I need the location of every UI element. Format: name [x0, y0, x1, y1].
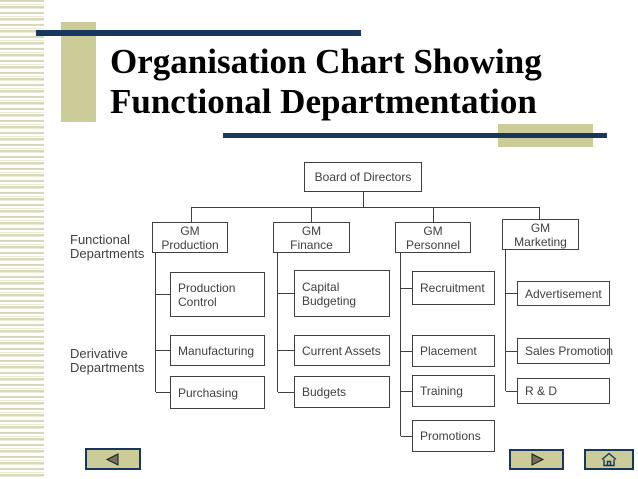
functional-departments-label: Functional Departments	[70, 232, 145, 261]
connector-line	[400, 253, 401, 436]
connector-line	[506, 293, 517, 294]
connector-line	[278, 350, 294, 351]
connector-line	[155, 253, 156, 392]
connector-line	[191, 208, 192, 222]
org-box-advertisement: Advertisement	[517, 281, 610, 306]
org-box-gm-personnel: GM Personnel	[395, 222, 471, 253]
org-box-placement: Placement	[412, 335, 495, 367]
org-box-budgets: Budgets	[294, 376, 390, 408]
org-box-production-control: Production Control	[170, 272, 265, 317]
org-box-manufacturing: Manufacturing	[170, 335, 265, 366]
connector-line	[191, 207, 540, 208]
page-title: Organisation Chart Showing Functional De…	[110, 42, 635, 122]
org-box-training: Training	[412, 375, 495, 407]
connector-line	[401, 391, 412, 392]
org-box-recruitment: Recruitment	[412, 271, 495, 305]
page-title-line1: Organisation Chart Showing	[110, 42, 542, 81]
org-box-gm-production: GM Production	[152, 222, 228, 253]
tan-accent-block-top	[61, 22, 96, 122]
navy-rule-title	[223, 133, 607, 138]
connector-line	[363, 192, 364, 208]
org-box-purchasing: Purchasing	[170, 376, 265, 409]
connector-line	[401, 288, 412, 289]
connector-line	[401, 436, 412, 437]
connector-line	[156, 294, 170, 295]
org-box-capital-budgeting: Capital Budgeting	[294, 270, 390, 317]
connector-line	[278, 293, 294, 294]
back-button[interactable]	[85, 448, 141, 470]
connector-line	[278, 392, 294, 393]
left-triangle-icon	[103, 452, 123, 467]
home-icon	[600, 452, 618, 467]
connector-line	[277, 253, 278, 392]
connector-line	[156, 392, 170, 393]
org-box-r-and-d: R & D	[517, 378, 610, 404]
org-box-current-assets: Current Assets	[294, 335, 390, 366]
connector-line	[539, 208, 540, 219]
org-box-sales-promotion: Sales Promotion	[517, 338, 613, 364]
connector-line	[311, 208, 312, 222]
connector-line	[505, 250, 506, 391]
forward-button[interactable]	[509, 449, 564, 470]
derivative-departments-label: Derivative Departments	[70, 346, 145, 375]
home-button[interactable]	[584, 449, 634, 470]
navy-rule-top	[36, 30, 361, 36]
connector-line	[401, 351, 412, 352]
stripe-decoration	[0, 0, 44, 479]
connector-line	[506, 351, 517, 352]
org-box-gm-finance: GM Finance	[273, 222, 350, 253]
connector-line	[156, 350, 170, 351]
right-triangle-icon	[527, 452, 547, 467]
connector-line	[506, 391, 517, 392]
org-box-board-of-directors: Board of Directors	[304, 162, 422, 192]
page-title-line2: Functional Departmentation	[110, 82, 537, 121]
connector-line	[433, 208, 434, 222]
org-box-promotions: Promotions	[412, 420, 495, 452]
org-box-gm-marketing: GM Marketing	[502, 219, 579, 250]
